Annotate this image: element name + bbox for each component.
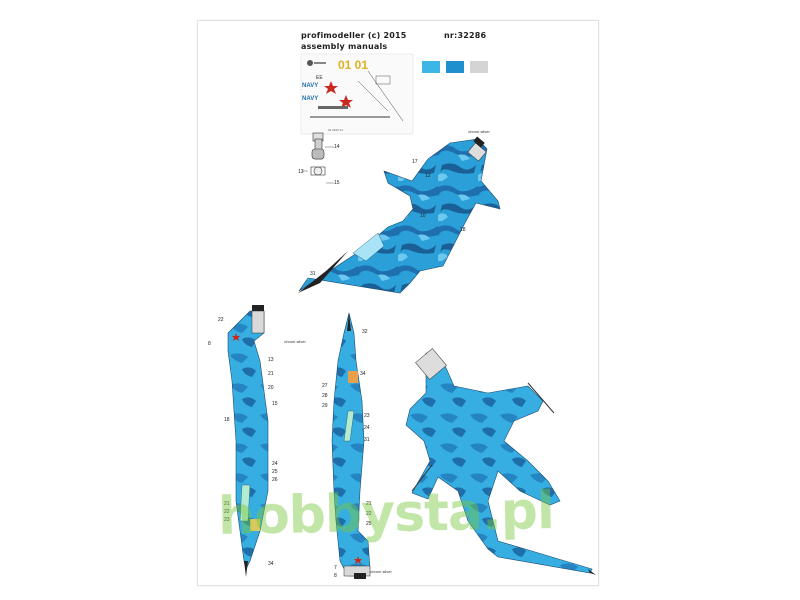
part-label: 21: [366, 501, 372, 507]
part-label: 20: [268, 385, 274, 391]
part-label: 8: [334, 573, 337, 579]
part-label: 31: [310, 271, 316, 277]
publisher-line: profimodeller (c) 2015: [301, 31, 407, 40]
part-label: 24: [272, 461, 278, 467]
chrome-silver-callout-side: chrom silver: [284, 339, 306, 344]
part-label: 7: [334, 565, 337, 571]
star-decal-1: [324, 81, 338, 94]
navy-decal-2: NAVY: [302, 96, 318, 102]
part-label: 22: [224, 509, 230, 515]
part-label: 10: [420, 213, 426, 219]
part-label: 21: [224, 501, 230, 507]
swatch-light-blue: [422, 61, 440, 73]
part-label: 28: [322, 393, 328, 399]
part-label: 14: [334, 144, 340, 150]
part-label: 22: [218, 317, 224, 323]
part-label: 25: [366, 521, 372, 527]
part-label: 18: [460, 227, 466, 233]
right-side-view: [331, 312, 371, 579]
top-view-aircraft: [298, 136, 501, 294]
part-label: 12: [425, 173, 431, 179]
part-label: 17: [412, 159, 418, 165]
part-label: 8: [208, 341, 211, 347]
chrome-silver-callout-top: chrom silver: [468, 129, 490, 134]
part-label: 13: [298, 169, 304, 175]
part-label: 27: [322, 383, 328, 389]
part-label: 25: [272, 469, 278, 475]
navy-decal-1: NAVY: [302, 83, 318, 89]
part-label: 23: [364, 413, 370, 419]
code-decal: 01 01: [338, 58, 368, 72]
part-label: 23: [224, 517, 230, 523]
star-decal-2: [339, 95, 353, 108]
part-label: 22: [366, 511, 372, 517]
left-side-view: [227, 305, 269, 577]
catalog-number: nr:32286: [444, 31, 487, 40]
swatch-grey: [470, 61, 488, 73]
instruction-sheet: profimodeller (c) 2015 assembly manuals …: [197, 20, 599, 586]
part-label: 34: [268, 561, 274, 567]
part-label: 13: [268, 357, 274, 363]
swatch-mid-blue: [446, 61, 464, 73]
nose-gear-detail: [302, 132, 334, 184]
part-label: 18: [224, 417, 230, 423]
part-label: 32: [362, 329, 368, 335]
part-label: 31: [364, 437, 370, 443]
part-label: 34: [360, 371, 366, 377]
svg-text:01 0101 01: 01 0101 01: [328, 128, 343, 132]
letters-decal: EE: [316, 75, 323, 81]
part-label: 26: [272, 477, 278, 483]
watermark: hobbysta.pl: [217, 481, 555, 547]
assembly-drawings: 01 01 EE NAVY NAVY 01 0101 01: [227, 53, 596, 579]
part-label: 29: [322, 403, 328, 409]
part-label: 15: [334, 180, 340, 186]
part-label: 24: [364, 425, 370, 431]
part-label: 21: [268, 371, 274, 377]
manual-subtitle: assembly manuals: [301, 42, 388, 51]
chrome-silver-callout-bottom: chrom silver: [370, 569, 392, 574]
decal-sheet-preview: 01 01 EE NAVY NAVY 01 0101 01: [300, 53, 414, 135]
bottom-view-aircraft: [405, 348, 596, 575]
part-label: 15: [272, 401, 278, 407]
